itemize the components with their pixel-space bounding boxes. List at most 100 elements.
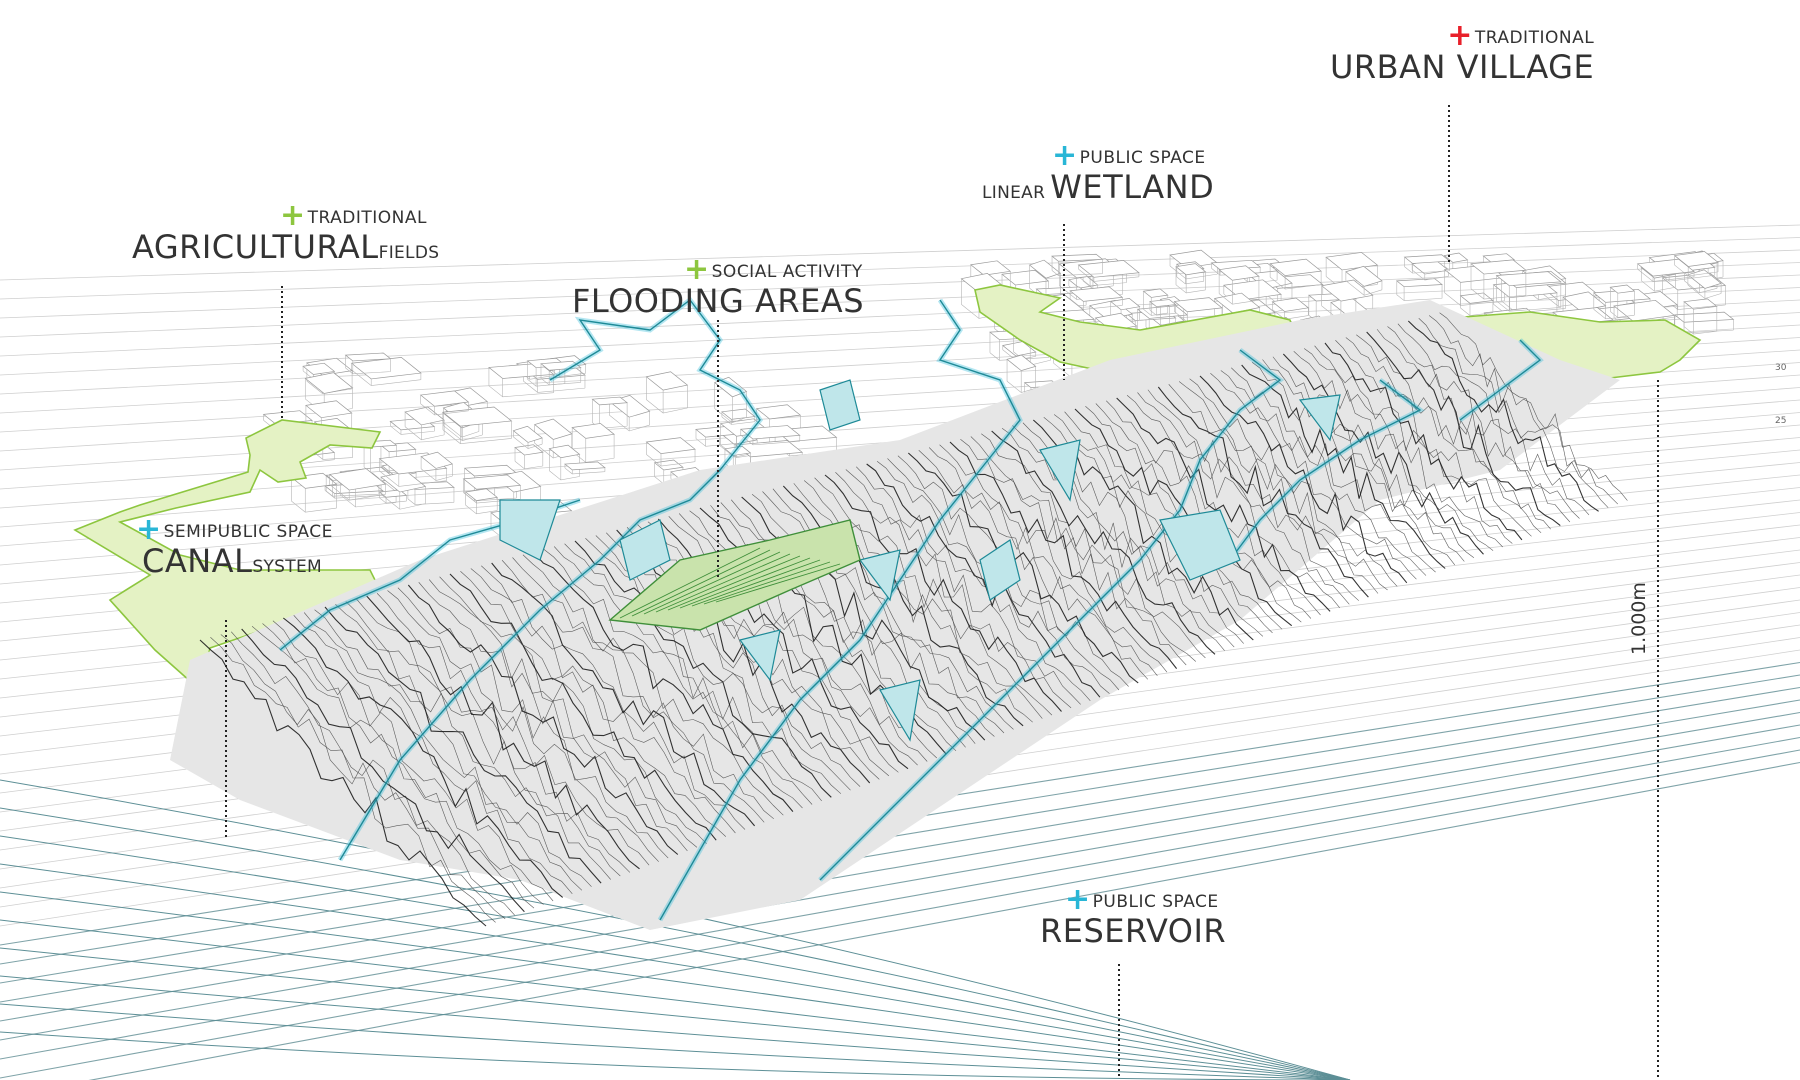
contour-ribbon <box>397 587 669 859</box>
building-block <box>645 437 696 455</box>
contour-ribbon <box>272 620 554 902</box>
contour-ribbon <box>1428 315 1619 505</box>
building-edges <box>1460 295 1494 316</box>
wetland-callout: +PUBLIC SPACE LINEAR WETLAND <box>982 138 1214 207</box>
building-edges <box>1174 301 1223 323</box>
contour-ribbon <box>835 472 1072 709</box>
contour-ribbon <box>345 601 621 877</box>
building-edges <box>443 407 483 442</box>
contour-ribbon <box>981 433 1206 659</box>
grid-line <box>0 736 1800 1060</box>
foreground-curve-line <box>0 1003 1351 1080</box>
canal-line <box>339 299 761 861</box>
contour-ribbon <box>1282 353 1484 555</box>
foreground-curve-line <box>0 807 1351 1080</box>
agricultural-subtitle: +TRADITIONAL <box>280 198 427 233</box>
contour-ribbon <box>1335 340 1532 537</box>
contour-ribbon <box>1241 364 1446 569</box>
contour-ribbon <box>1231 367 1436 573</box>
terrain-base-shading <box>170 300 1620 930</box>
wetland-pool <box>1159 509 1241 581</box>
contour-ribbon <box>293 615 573 894</box>
agricultural-suffix: FIELDS <box>378 243 440 263</box>
foreground-curve-line <box>0 947 1351 1080</box>
building-edges <box>1175 266 1206 294</box>
building-edges <box>513 430 543 449</box>
flood-stripe <box>619 547 761 619</box>
building-edges <box>1264 278 1324 305</box>
contour-ribbon <box>1157 386 1369 598</box>
flood-stripe <box>679 557 811 609</box>
flood-stripe <box>667 555 801 611</box>
building-edges <box>1674 314 1734 334</box>
contour-ribbon <box>1074 408 1293 627</box>
contour-ribbon <box>439 576 707 845</box>
contour-ribbon <box>501 560 765 823</box>
contour-ribbon <box>407 584 679 855</box>
plus-icon: + <box>684 252 710 287</box>
canal-water-network <box>278 296 1544 922</box>
building-edges <box>420 456 453 481</box>
scale-tick-25: 25 <box>1775 416 1787 426</box>
building-edges <box>540 363 582 386</box>
contour-ribbon <box>1137 392 1350 605</box>
contour-ribbon <box>512 557 774 820</box>
grid-line <box>0 237 1800 300</box>
building-edges <box>1637 263 1695 282</box>
building-edges <box>1698 256 1724 281</box>
building-edges <box>564 464 606 475</box>
reservoir-subtitle: +PUBLIC SPACE <box>1065 882 1219 917</box>
urban-village-callout: +TRADITIONAL URBAN VILLAGE <box>1330 21 1594 87</box>
agricultural-title: AGRICULTURAL <box>132 228 379 266</box>
contour-ribbon <box>231 631 516 916</box>
building-block <box>969 260 1012 276</box>
contour-ribbon <box>251 626 535 909</box>
building-edges <box>1176 264 1205 285</box>
contour-ribbon <box>1272 356 1475 559</box>
contour-ribbon <box>1356 334 1551 530</box>
contour-ribbon <box>970 436 1196 662</box>
flood-stripe <box>655 553 791 613</box>
building-edges <box>1308 295 1357 322</box>
contour-ribbon <box>553 546 813 805</box>
wetland-subtitle: +PUBLIC SPACE <box>1052 138 1206 173</box>
building-edges <box>527 360 566 387</box>
building-edges <box>1411 263 1449 281</box>
contour-ribbon <box>949 441 1178 669</box>
contour-ribbon <box>543 549 803 809</box>
building-edges <box>1272 301 1309 320</box>
contour-ribbon <box>199 639 487 927</box>
canal-line <box>1459 339 1542 421</box>
contour-ribbon <box>918 450 1149 680</box>
contour-ribbon <box>1366 331 1561 527</box>
building-edges <box>379 492 407 504</box>
contour-ribbon <box>491 562 756 827</box>
building-edges <box>329 474 386 501</box>
scale-tick-30: 30 <box>1775 363 1787 373</box>
canal-callout: +SEMIPUBLIC SPACE CANALSYSTEM <box>136 515 333 581</box>
foreground-curve-line <box>0 975 1351 1080</box>
building-edges <box>514 447 544 470</box>
building-edges <box>724 448 751 471</box>
wetland-pool <box>1298 394 1341 442</box>
canal-line <box>819 349 1282 881</box>
plus-icon: + <box>1447 18 1473 53</box>
building-edges <box>1443 255 1468 274</box>
building-edges <box>609 401 650 432</box>
contour-ribbon <box>262 623 544 905</box>
contour-ribbon <box>428 579 698 848</box>
foreground-curve-line <box>0 835 1351 1080</box>
building-edges <box>1496 275 1562 312</box>
contour-ribbon <box>939 444 1168 673</box>
agricultural-callout: +TRADITIONAL AGRICULTURALFIELDS <box>132 198 440 267</box>
building-block <box>564 461 606 471</box>
canal-title: CANAL <box>142 542 253 580</box>
grid-line <box>0 724 1800 1041</box>
canal-suffix: SYSTEM <box>252 557 322 577</box>
wetland-pool <box>738 629 781 682</box>
flooding-area <box>608 519 861 631</box>
contour-ribbon <box>303 612 583 891</box>
contour-ribbon <box>282 617 564 898</box>
